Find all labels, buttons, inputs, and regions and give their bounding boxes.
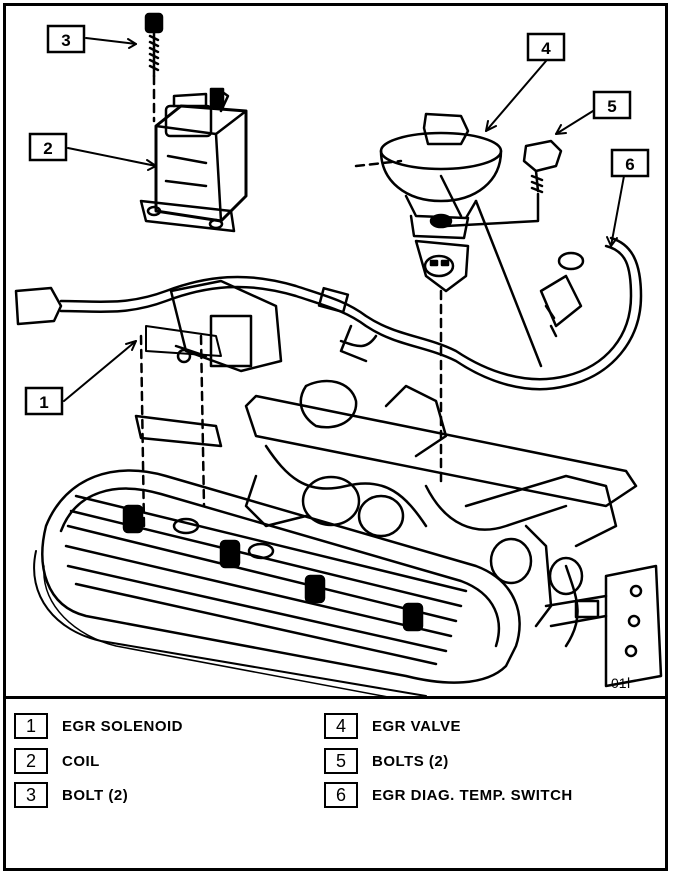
diagram-frame: ا01 <box>3 3 668 871</box>
egr-valve <box>354 112 503 488</box>
legend-item-5: 5 BOLTS (2) <box>324 746 449 776</box>
legend-item-1: 1 EGR SOLENOID <box>14 711 183 741</box>
legend-item-4: 4 EGR VALVE <box>324 711 461 741</box>
wire-harness <box>14 236 643 391</box>
engine-illustration: ا01 <box>6 6 671 696</box>
callout-1-label: 1 <box>39 393 48 412</box>
valve-cover <box>33 469 521 696</box>
legend-item-6: 6 EGR DIAG. TEMP. SWITCH <box>324 780 573 810</box>
callout-2-label: 2 <box>43 139 52 158</box>
legend-text-2: COIL <box>62 752 100 770</box>
callout-5-label: 5 <box>607 97 616 116</box>
callout-leaders <box>63 37 625 402</box>
ignition-coil <box>139 87 248 233</box>
callout-box-4: 4 <box>526 32 566 62</box>
callout-box-2: 2 <box>28 132 68 162</box>
legend-num-3: 3 <box>14 782 48 808</box>
egr-temp-switch <box>539 251 585 338</box>
legend-num-1: 1 <box>14 713 48 739</box>
legend-num-4: 4 <box>324 713 358 739</box>
callout-box-1: 1 <box>24 386 64 416</box>
egr-solenoid <box>134 279 283 528</box>
legend-num-5: 5 <box>324 748 358 774</box>
legend-text-6: EGR DIAG. TEMP. SWITCH <box>372 786 573 804</box>
callout-4-label: 4 <box>541 39 551 58</box>
legend-text-4: EGR VALVE <box>372 717 461 735</box>
callout-box-5: 5 <box>592 90 632 120</box>
intake-manifold <box>244 379 638 648</box>
coil-bolt <box>144 12 164 123</box>
callout-box-6: 6 <box>610 148 650 178</box>
legend-num-6: 6 <box>324 782 358 808</box>
parts-legend: 1 EGR SOLENOID 2 COIL 3 BOLT (2) 4 EGR V… <box>6 706 665 816</box>
legend-text-1: EGR SOLENOID <box>62 717 184 735</box>
callout-6-label: 6 <box>625 155 634 174</box>
legend-text-5: BOLTS (2) <box>372 752 449 770</box>
legend-divider <box>6 696 665 699</box>
legend-item-2: 2 COIL <box>14 746 100 776</box>
throttle-bracket: ا01 <box>544 564 663 691</box>
callout-box-3: 3 <box>46 24 86 54</box>
legend-num-2: 2 <box>14 748 48 774</box>
legend-item-3: 3 BOLT (2) <box>14 780 128 810</box>
engine-drawing: ا01 <box>14 12 663 696</box>
egr-bolts <box>439 139 563 368</box>
callout-3-label: 3 <box>61 31 70 50</box>
legend-text-3: BOLT (2) <box>62 786 129 804</box>
svg-text:ا01: ا01 <box>611 675 630 691</box>
